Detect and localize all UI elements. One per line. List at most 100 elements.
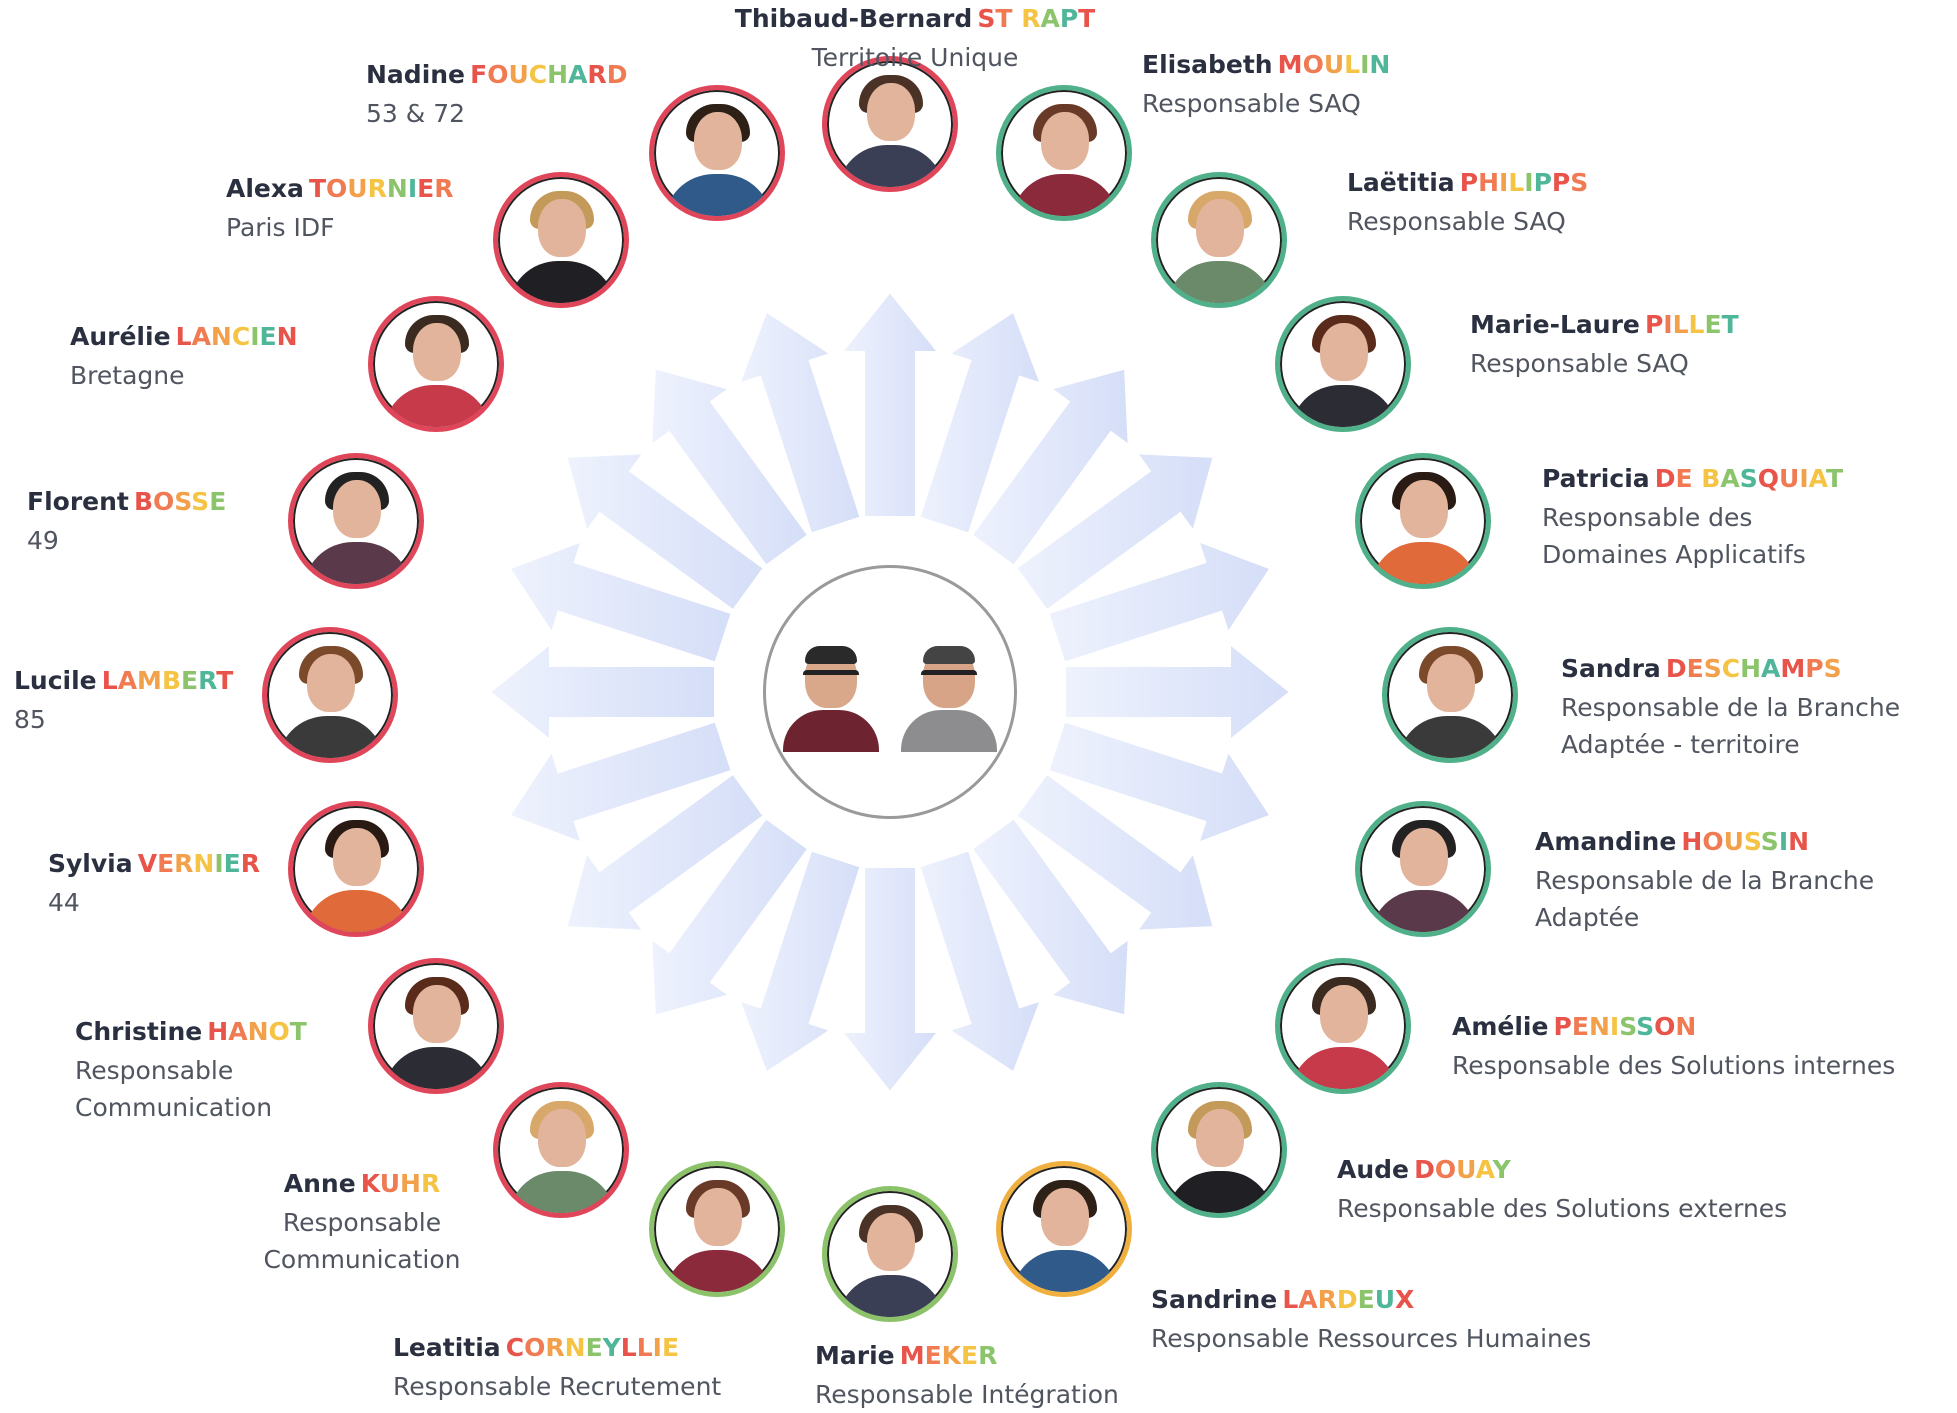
arrow bbox=[737, 310, 862, 535]
person-name: Elisabeth MOULIN bbox=[1142, 48, 1390, 85]
first-name: Laëtitia bbox=[1347, 168, 1455, 197]
person-role: 85 bbox=[14, 705, 46, 734]
person-label: Lucile LAMBERT 85 bbox=[14, 664, 233, 738]
person-label: Alexa TOURNIER Paris IDF bbox=[226, 172, 453, 246]
last-name: MEKER bbox=[899, 1341, 998, 1370]
person-name: Amélie PENISSON bbox=[1452, 1010, 1895, 1047]
first-name: Leatitia bbox=[393, 1333, 501, 1362]
person-name: Anne KUHR bbox=[238, 1167, 486, 1204]
person-role: Responsable des Solutions internes bbox=[1452, 1051, 1896, 1080]
avatar-photo bbox=[996, 85, 1132, 221]
avatar-photo bbox=[288, 801, 424, 937]
first-name: Marie-Laure bbox=[1470, 310, 1640, 339]
avatar-photo bbox=[288, 453, 424, 589]
avatar-photo bbox=[996, 1161, 1132, 1297]
avatar-photo bbox=[1151, 172, 1287, 308]
person-role: Responsable de la Branche bbox=[1561, 693, 1901, 722]
arrow bbox=[1064, 641, 1292, 743]
first-name: Alexa bbox=[226, 174, 304, 203]
arrow bbox=[839, 290, 941, 518]
last-name: CORNEYLLIE bbox=[505, 1333, 680, 1362]
person-role: Communication bbox=[75, 1093, 273, 1122]
avatar-photo bbox=[1355, 801, 1491, 937]
first-name: Anne bbox=[283, 1169, 356, 1198]
avatar-photo bbox=[1151, 1082, 1287, 1218]
last-name: BOSSE bbox=[133, 487, 227, 516]
first-name: Aurélie bbox=[70, 322, 171, 351]
avatar-photo bbox=[1275, 958, 1411, 1094]
last-name: ST RAPT bbox=[977, 4, 1096, 33]
arrow bbox=[565, 772, 766, 932]
arrow bbox=[508, 720, 733, 845]
last-name: VERNIER bbox=[137, 849, 260, 878]
person-role: Responsable des bbox=[1542, 503, 1753, 532]
arrow bbox=[1047, 539, 1272, 664]
person-label: Leatitia CORNEYLLIE Responsable Recruteme… bbox=[393, 1331, 721, 1405]
person-role: Domaines Applicatifs bbox=[1542, 540, 1806, 569]
center-circle bbox=[763, 565, 1017, 819]
arrow bbox=[918, 310, 1043, 535]
last-name: LARDEUX bbox=[1282, 1285, 1415, 1314]
person-role: 53 & 72 bbox=[366, 99, 466, 128]
person-label: Sandrine LARDEUX Responsable Ressources H… bbox=[1151, 1283, 1591, 1357]
first-name: Nadine bbox=[366, 60, 466, 89]
person-role: Paris IDF bbox=[226, 213, 335, 242]
person-role: Adaptée - territoire bbox=[1561, 730, 1800, 759]
person-role: Responsable Ressources Humaines bbox=[1151, 1324, 1592, 1353]
last-name: TOURNIER bbox=[308, 174, 454, 203]
avatar-photo bbox=[649, 85, 785, 221]
person-name: Amandine HOUSSIN bbox=[1535, 825, 1874, 862]
arrow bbox=[488, 641, 716, 743]
person-name: Marie MEKER bbox=[815, 1339, 1119, 1376]
person-name: Patricia DE BASQUIAT bbox=[1542, 462, 1843, 499]
avatar-photo bbox=[1382, 627, 1518, 763]
arrow bbox=[918, 849, 1043, 1074]
person-name: Marie-Laure PILLET bbox=[1470, 308, 1739, 345]
last-name: MOULIN bbox=[1277, 50, 1391, 79]
first-name: Thibaud-Bernard bbox=[734, 4, 973, 33]
first-name: Lucile bbox=[14, 666, 97, 695]
last-name: PENISSON bbox=[1553, 1012, 1697, 1041]
arrow bbox=[737, 849, 862, 1074]
last-name: DOUAY bbox=[1414, 1155, 1511, 1184]
person-name: Lucile LAMBERT bbox=[14, 664, 233, 701]
first-name: Christine bbox=[75, 1017, 203, 1046]
person-name: Laëtitia PHILIPPS bbox=[1347, 166, 1588, 203]
arrow bbox=[508, 539, 733, 664]
person-label: Sandra DESCHAMPS Responsable de la Branch… bbox=[1561, 652, 1900, 763]
manager-photo-2 bbox=[901, 642, 997, 752]
person-name: Alexa TOURNIER bbox=[226, 172, 453, 209]
first-name: Marie bbox=[815, 1341, 895, 1370]
arrow bbox=[970, 816, 1130, 1017]
first-name: Sylvia bbox=[48, 849, 133, 878]
person-role: Adaptée bbox=[1535, 903, 1640, 932]
avatar-photo bbox=[262, 627, 398, 763]
last-name: HANOT bbox=[207, 1017, 307, 1046]
first-name: Elisabeth bbox=[1142, 50, 1273, 79]
arrow bbox=[1047, 720, 1272, 845]
person-role: Responsable bbox=[75, 1056, 234, 1085]
person-name: Leatitia CORNEYLLIE bbox=[393, 1331, 721, 1368]
person-name: Christine HANOT bbox=[75, 1015, 307, 1052]
first-name: Amélie bbox=[1452, 1012, 1549, 1041]
last-name: KUHR bbox=[360, 1169, 441, 1198]
person-role: Responsable SAQ bbox=[1347, 207, 1566, 236]
arrow bbox=[970, 367, 1130, 568]
last-name: LANCIEN bbox=[175, 322, 298, 351]
person-name: Sylvia VERNIER bbox=[48, 847, 260, 884]
person-name: Sandra DESCHAMPS bbox=[1561, 652, 1900, 689]
person-role: Responsable Intégration bbox=[815, 1380, 1119, 1409]
arrow bbox=[565, 452, 766, 612]
last-name: DE BASQUIAT bbox=[1654, 464, 1844, 493]
person-role: 44 bbox=[48, 888, 80, 917]
person-role: Responsable Recrutement bbox=[393, 1372, 722, 1401]
person-name: Sandrine LARDEUX bbox=[1151, 1283, 1591, 1320]
person-role: Responsable bbox=[282, 1208, 442, 1237]
